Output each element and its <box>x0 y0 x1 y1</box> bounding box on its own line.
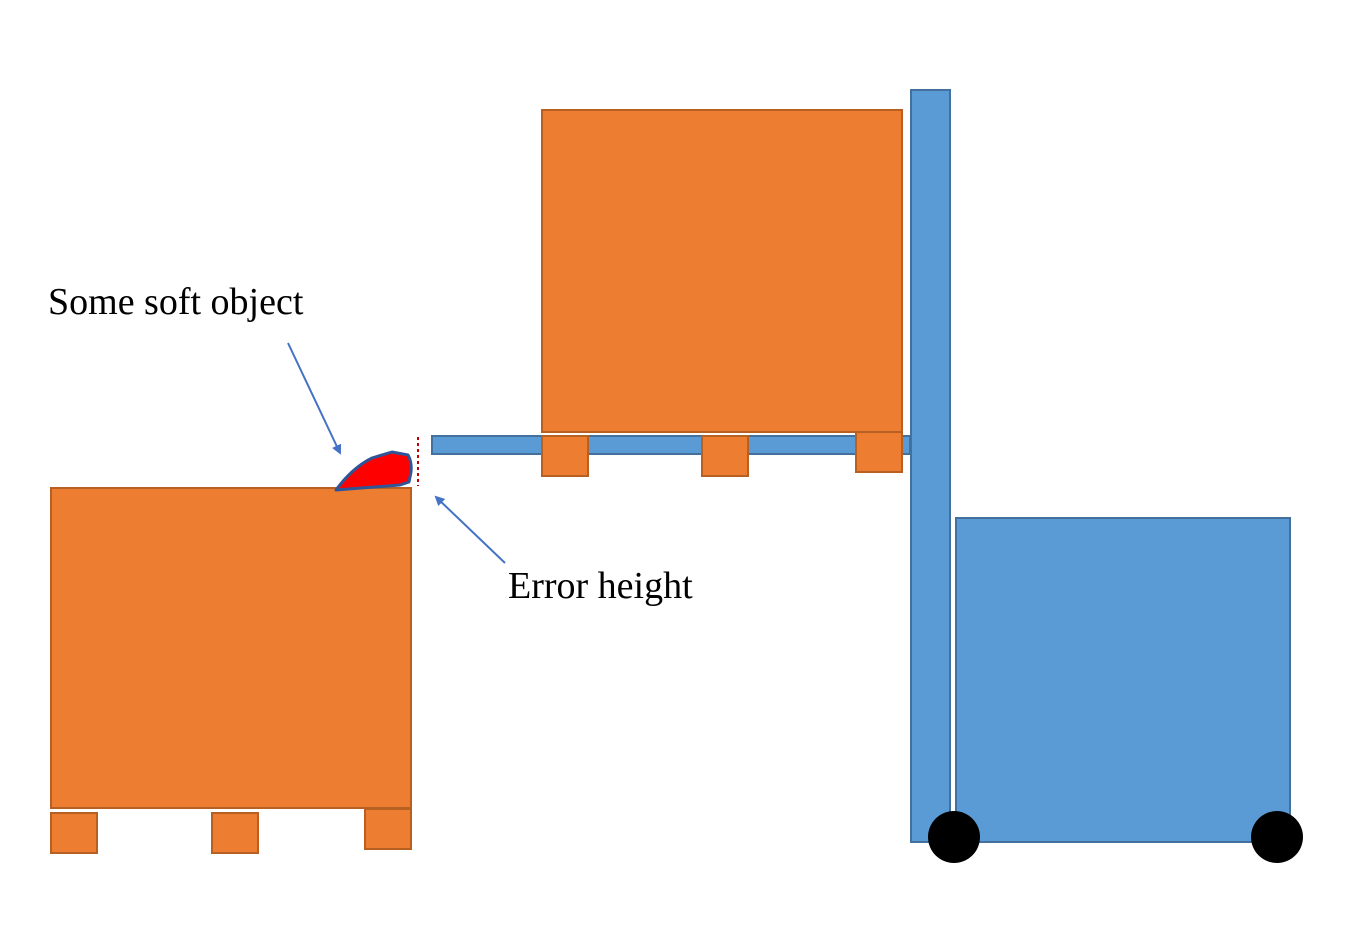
forklift-mast <box>910 89 951 843</box>
rear-wheel <box>1251 811 1303 863</box>
soft-object-label: Some soft object <box>48 281 304 323</box>
lifted-pallet-foot-right <box>855 431 903 473</box>
ground-pallet-foot-right <box>364 808 412 850</box>
forklift-fork <box>431 435 911 455</box>
ground-pallet <box>50 487 412 854</box>
error-height-arrow <box>434 495 506 564</box>
lifted-pallet-box <box>541 109 903 433</box>
forklift-body <box>955 517 1291 843</box>
lifted-pallet-foot-left <box>541 435 589 477</box>
lifted-pallet-foot-middle <box>701 435 749 477</box>
ground-pallet-foot-middle <box>211 812 259 854</box>
soft-object-blob <box>334 450 413 492</box>
ground-pallet-box <box>50 487 412 809</box>
ground-pallet-foot-left <box>50 812 98 854</box>
soft-object-arrow <box>287 342 342 455</box>
front-wheel <box>928 811 980 863</box>
error-height-label: Error height <box>508 565 693 607</box>
lifted-pallet <box>541 109 903 477</box>
